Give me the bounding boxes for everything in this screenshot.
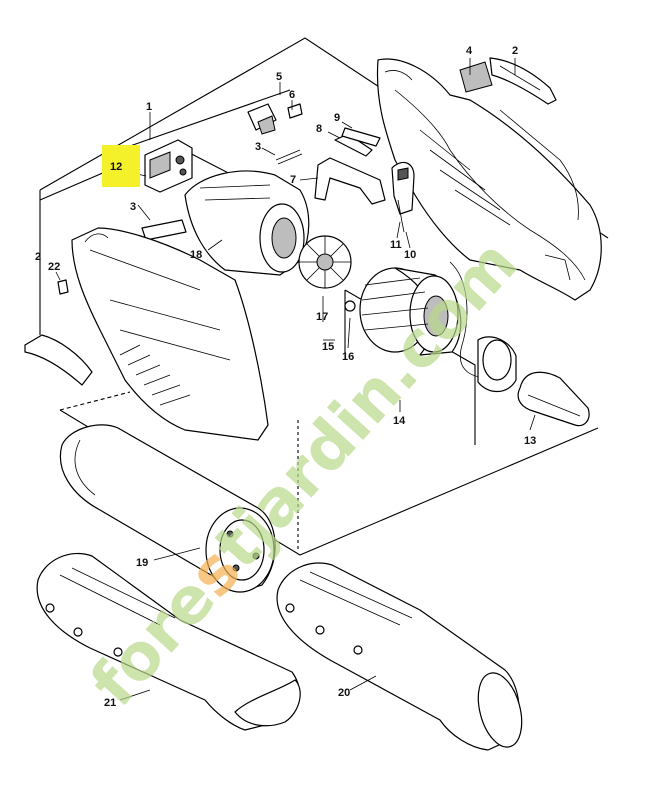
callout-7: 7	[290, 174, 296, 186]
part-fan-shroud	[184, 170, 310, 276]
part-side-strip	[24, 334, 93, 386]
callout-4: 4	[466, 45, 473, 57]
part-washer	[344, 300, 356, 312]
part-trigger-set	[247, 103, 303, 135]
callout-22: 22	[48, 261, 60, 273]
part-round-nozzle	[276, 562, 523, 751]
callout-leaders	[39, 58, 536, 701]
part-blower-tube	[59, 424, 276, 593]
callout-6: 6	[289, 89, 295, 101]
part-capacitor	[477, 336, 517, 393]
part-motor	[359, 261, 501, 379]
part-housing-left	[71, 227, 269, 441]
callout-17: 17	[316, 311, 328, 323]
callout-14: 14	[393, 415, 406, 427]
callout-19: 19	[136, 557, 148, 569]
callout-21: 21	[104, 697, 116, 709]
part-nozzle-tip	[517, 371, 590, 427]
callout-13: 13	[524, 435, 536, 447]
part-housing-right	[376, 58, 602, 301]
highlight-part-12	[102, 145, 140, 187]
callout-10: 10	[404, 249, 416, 261]
part-fan-impeller	[298, 235, 352, 289]
callout-12: 12	[110, 161, 122, 173]
callout-3-top: 3	[255, 141, 261, 153]
part-switch-cover	[459, 57, 557, 105]
part-flat-nozzle	[36, 552, 301, 731]
callout-5: 5	[276, 71, 282, 83]
callout-16: 16	[342, 351, 354, 363]
callout-11: 11	[390, 239, 402, 251]
callout-2-left: 2	[35, 251, 41, 263]
callout-labels: 1 2 2 3 3 4 5 6 7 8 9 10 11 12 13 14 15 …	[35, 45, 536, 709]
callout-2-top: 2	[512, 45, 518, 57]
part-battery-connector	[144, 139, 193, 193]
callout-18: 18	[190, 249, 202, 261]
callout-15: 15	[322, 341, 334, 353]
callout-3-left: 3	[130, 201, 136, 213]
part-screw	[57, 279, 69, 295]
callout-1: 1	[146, 101, 152, 113]
callout-20: 20	[338, 687, 350, 699]
callout-8: 8	[316, 123, 322, 135]
part-trigger-switch	[391, 161, 415, 233]
callout-9: 9	[334, 112, 340, 124]
part-springs	[141, 149, 303, 241]
part-brackets	[314, 127, 386, 205]
